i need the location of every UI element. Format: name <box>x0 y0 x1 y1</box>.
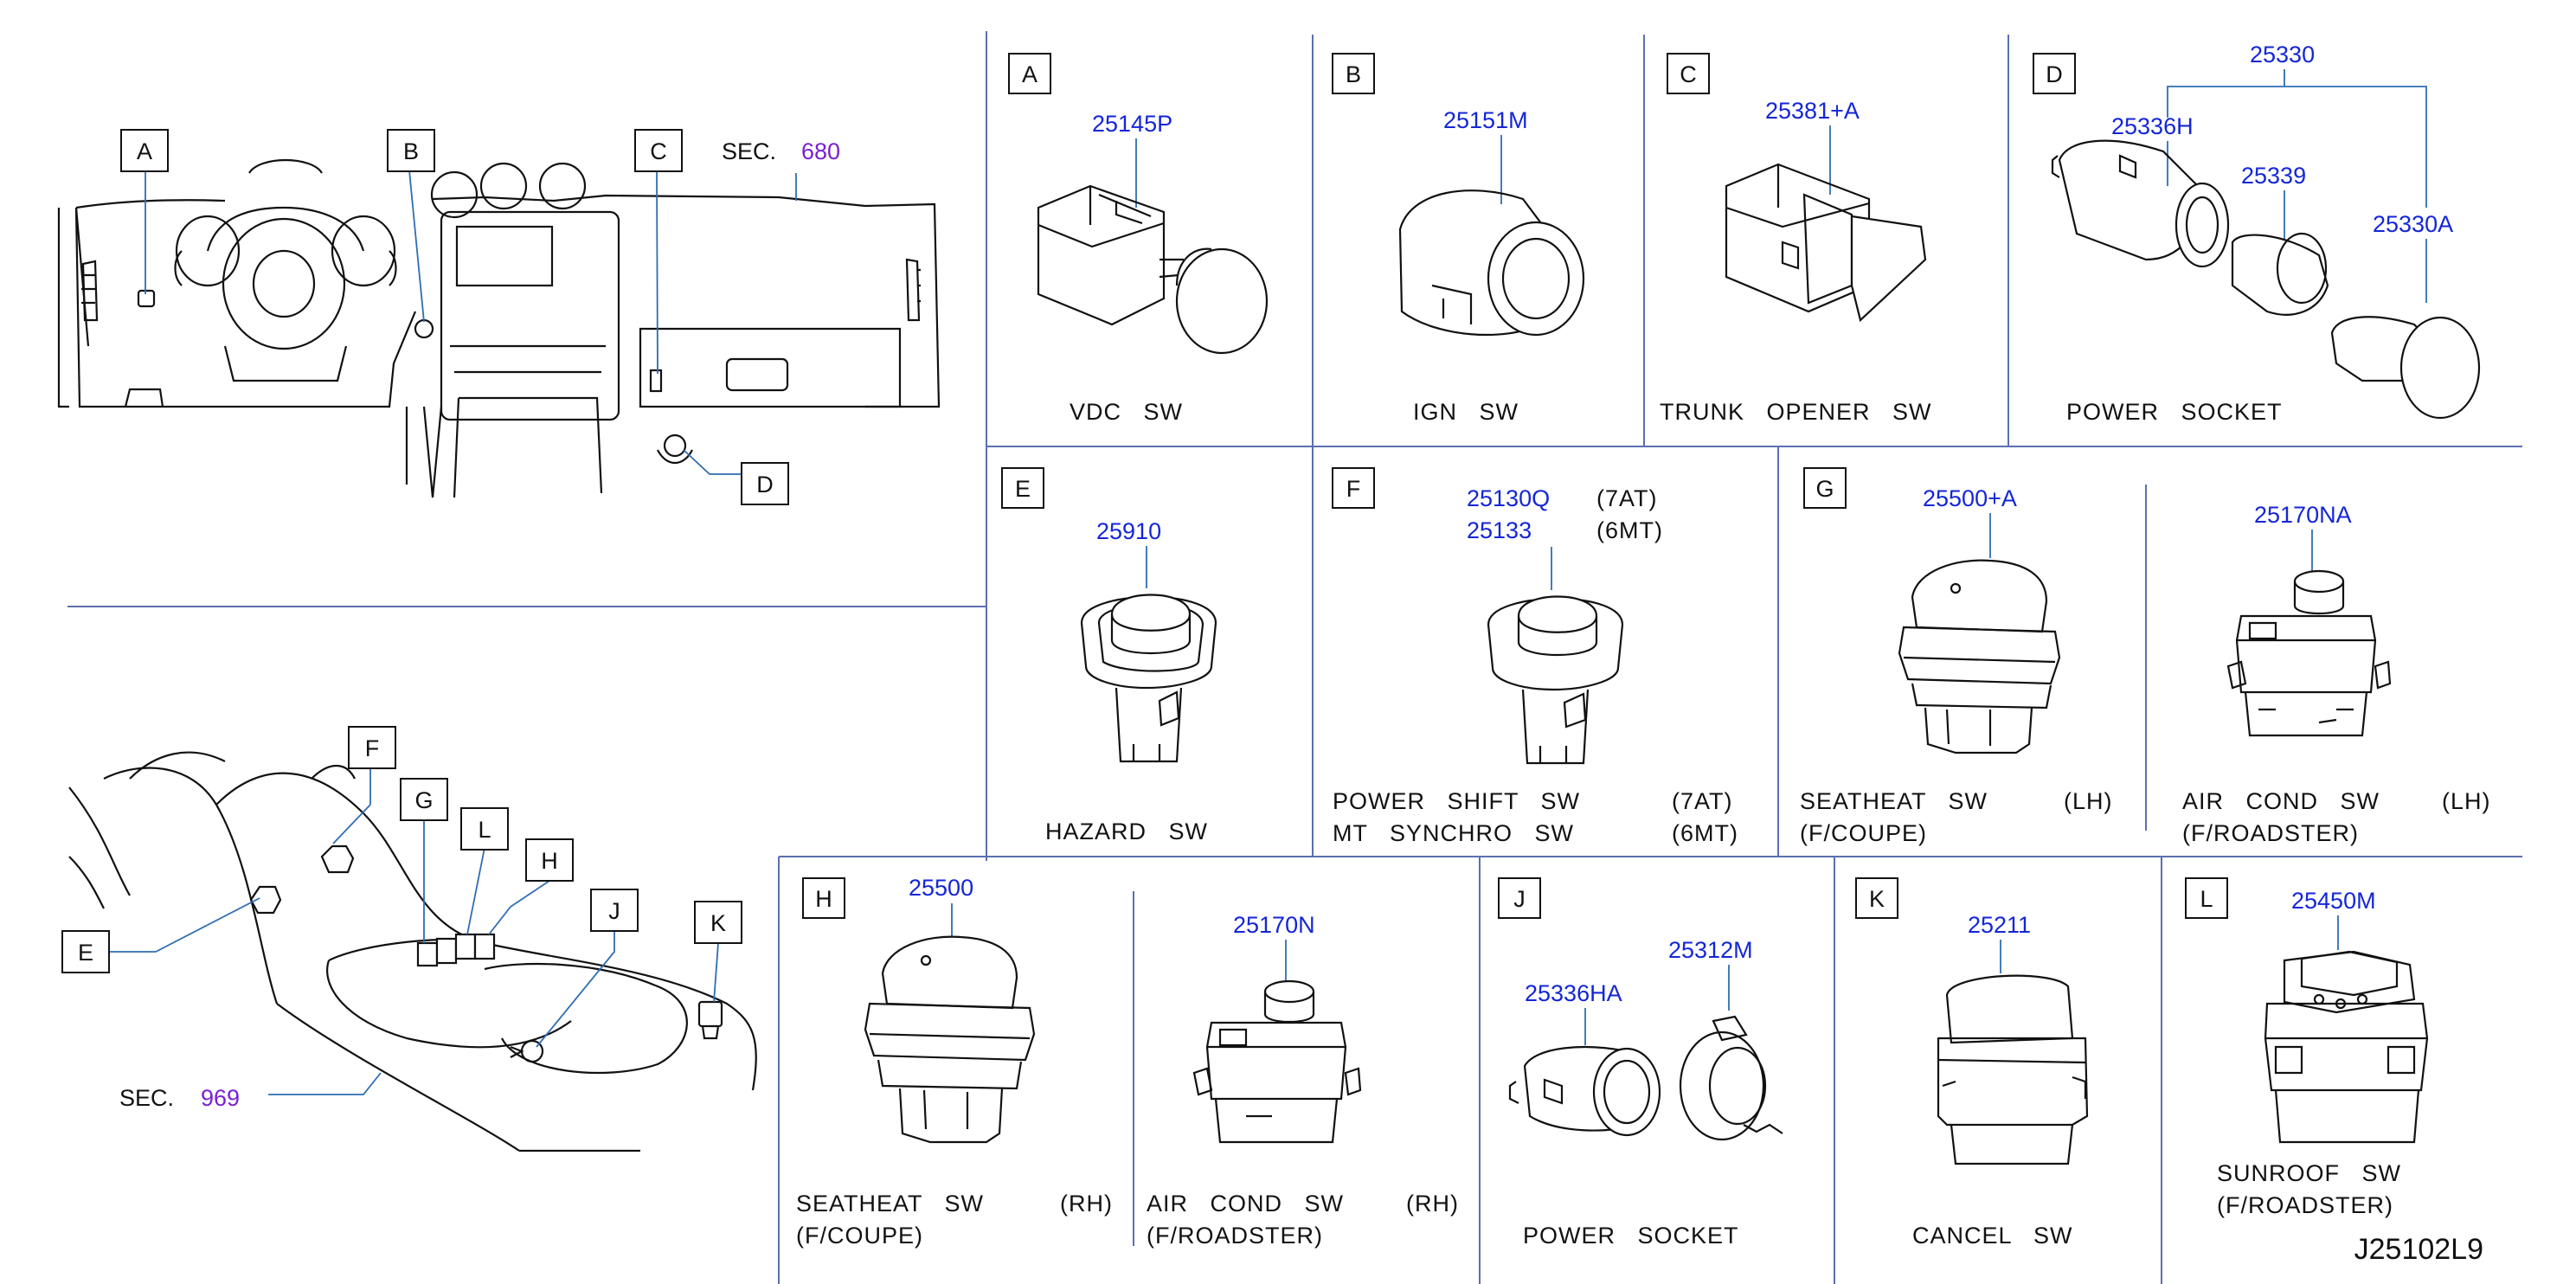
panel-h-caption-1-side: (RH) <box>1060 1191 1113 1217</box>
panel-e-caption: HAZARD SW <box>1045 819 1208 844</box>
panel-g2-caption-1: AIR COND SW <box>2182 788 2380 814</box>
part-25151m: 25151M <box>1443 107 1528 133</box>
overview-callouts: A B C D SEC. 680 <box>120 129 840 505</box>
console-callouts: F E G L H J K SEC. 969 <box>61 726 742 1111</box>
panel-f-caption-1: POWER SHIFT SW <box>1333 788 1580 814</box>
panel-d-letter: D <box>2046 61 2063 87</box>
callout-j: J <box>608 898 620 924</box>
variant-6mt: (6MT) <box>1596 517 1663 543</box>
panel-l-caption-2: (F/ROADSTER) <box>2217 1192 2393 1218</box>
part-25381a: 25381+A <box>1765 98 1860 124</box>
panel-g2-caption-1-side: (LH) <box>2442 788 2491 814</box>
part-25910: 25910 <box>1096 518 1161 544</box>
panel-g-letter: G <box>1815 476 1834 502</box>
part-25170na: 25170NA <box>2254 502 2352 528</box>
panel-g: G 25500+A SEATHEAT SW (LH) (F/COUPE) 251… <box>1800 467 2491 846</box>
panel-g-caption-2: (F/COUPE) <box>1800 820 1927 846</box>
panel-f-caption-2: MT SYNCHRO SW <box>1333 820 1574 846</box>
part-25339: 25339 <box>2241 163 2306 189</box>
part-25133: 25133 <box>1467 517 1532 543</box>
callout-b: B <box>403 138 419 164</box>
sec-label-bottom: SEC. <box>119 1085 174 1111</box>
panel-h2-caption-1-side: (RH) <box>1406 1191 1459 1217</box>
panel-c-letter: C <box>1680 61 1697 87</box>
panel-a-caption: VDC SW <box>1070 399 1183 425</box>
panel-j-letter: J <box>1513 886 1526 912</box>
panel-k-letter: K <box>1869 886 1885 912</box>
panel-g-caption-1-side: (LH) <box>2064 788 2113 814</box>
part-25500: 25500 <box>909 875 973 901</box>
panel-f-caption-2-variant: (6MT) <box>1672 820 1738 846</box>
panel-g-caption-1: SEATHEAT SW <box>1800 788 1988 814</box>
panel-c: C 25381+A TRUNK OPENER SW <box>1660 53 1932 425</box>
callout-l: L <box>478 817 491 843</box>
panel-d-caption: POWER SOCKET <box>2066 399 2283 425</box>
callout-box-a <box>120 129 169 172</box>
panel-grid <box>67 31 2522 1284</box>
panel-j: J 25312M 25336HA POWER SOCKET <box>1498 877 1783 1249</box>
panel-b-caption: IGN SW <box>1413 399 1519 425</box>
part-25145p: 25145P <box>1092 111 1172 137</box>
callout-box-d <box>741 462 789 505</box>
sec-number-bottom: 969 <box>201 1085 240 1111</box>
callout-e: E <box>78 940 93 966</box>
part-25170n: 25170N <box>1233 912 1315 938</box>
dashboard-overview <box>57 159 941 498</box>
callout-k: K <box>710 910 726 936</box>
part-25336h: 25336H <box>2111 113 2194 139</box>
callout-h: H <box>541 848 558 874</box>
part-25330a: 25330A <box>2373 211 2453 237</box>
sec-number-top: 680 <box>801 138 840 164</box>
panel-d: D 25330 25336H 25339 25330A POWER SOCKET <box>2033 42 2481 425</box>
panel-e: E 25910 HAZARD SW <box>1001 467 1217 844</box>
callout-f: F <box>365 735 380 761</box>
panel-a-letter: A <box>1022 61 1037 87</box>
part-25450m: 25450M <box>2291 888 2376 914</box>
sec-label-top: SEC. <box>722 138 776 164</box>
panel-c-caption: TRUNK OPENER SW <box>1660 399 1932 425</box>
panel-h-caption-1: SEATHEAT SW <box>796 1191 984 1217</box>
part-25130q: 25130Q <box>1467 485 1550 511</box>
panel-h2-caption-2: (F/ROADSTER) <box>1147 1223 1323 1249</box>
panel-f: F 25130Q (7AT) 25133 (6MT) POWER SHIFT S… <box>1332 467 1738 846</box>
panel-g2-caption-2: (F/ROADSTER) <box>2182 820 2359 846</box>
callout-a: A <box>137 138 152 164</box>
console-overview <box>68 751 757 1152</box>
panel-l-caption-1: SUNROOF SW <box>2217 1160 2401 1186</box>
panel-b: B 25151M IGN SW <box>1332 53 1585 425</box>
variant-7at: (7AT) <box>1596 485 1658 511</box>
panel-h-letter: H <box>815 886 832 912</box>
panel-j-caption: POWER SOCKET <box>1523 1223 1739 1249</box>
panel-a: A 25145P VDC SW <box>1008 53 1269 425</box>
panel-h: H 25500 SEATHEAT SW (RH) (F/COUPE) 25170… <box>796 875 1459 1249</box>
panel-h2-caption-1: AIR COND SW <box>1147 1191 1344 1217</box>
callout-c: C <box>650 138 667 164</box>
panel-k: K 25211 CANCEL SW <box>1855 877 2089 1249</box>
catalog-code: J25102L9 <box>2354 1233 2483 1266</box>
panel-f-caption-1-variant: (7AT) <box>1672 788 1733 814</box>
panel-f-letter: F <box>1346 476 1361 502</box>
callout-d: D <box>756 472 774 498</box>
panel-h-caption-2: (F/COUPE) <box>796 1223 923 1249</box>
panel-b-letter: B <box>1346 61 1361 87</box>
callout-box-c <box>634 129 683 172</box>
panel-k-caption: CANCEL SW <box>1912 1223 2073 1249</box>
callout-g: G <box>414 787 433 813</box>
panel-l-letter: L <box>2200 886 2213 912</box>
part-25336ha: 25336HA <box>1525 980 1622 1006</box>
panel-l: L 25450M SUNROOF SW (F/ROADSTER) <box>2185 877 2429 1218</box>
panel-e-letter: E <box>1015 476 1031 502</box>
part-25312m: 25312M <box>1668 937 1753 963</box>
callout-box-b <box>387 129 435 172</box>
part-25211: 25211 <box>1968 912 2031 938</box>
part-25500a: 25500+A <box>1923 485 2017 511</box>
part-25330: 25330 <box>2250 42 2315 67</box>
